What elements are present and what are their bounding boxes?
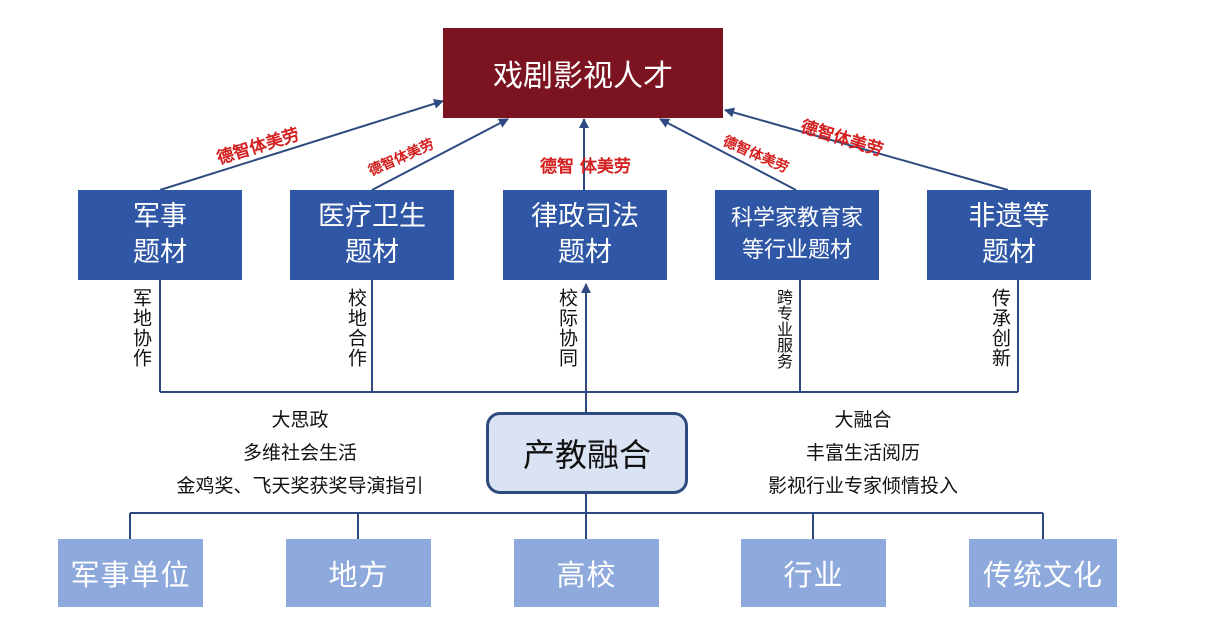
right-text-line: 大融合 [834, 409, 892, 431]
bottom-box-local: 地方 [286, 539, 431, 607]
theme-box-line1: 军事 [133, 201, 187, 232]
bottom-box-label: 高校 [556, 558, 617, 592]
left-text-block: 大思政 多维社会生活 金鸡奖、飞天奖获奖导演指引 [144, 404, 456, 503]
bottom-box-university: 高校 [514, 539, 659, 607]
theme-box-line1: 医疗卫生 [318, 201, 426, 232]
theme-box-line2: 题材 [133, 237, 187, 268]
right-text-line: 丰富生活阅历 [805, 442, 920, 464]
bottom-box-industry: 行业 [741, 539, 886, 607]
bottom-box-military-unit: 军事单位 [58, 539, 203, 607]
vertical-label-3: 校际协同 [556, 288, 578, 368]
theme-box-line1: 律政司法 [531, 201, 639, 232]
bottom-box-label: 行业 [783, 558, 844, 592]
theme-box-intangible-heritage: 非遗等 题材 [927, 190, 1091, 280]
theme-box-line2: 题材 [345, 237, 399, 268]
vertical-label-5: 传承创新 [989, 288, 1011, 368]
bottom-box-label: 传统文化 [982, 558, 1103, 592]
bottom-box-label: 军事单位 [70, 558, 191, 592]
vertical-label-1: 军地协作 [130, 288, 152, 368]
left-text-line: 金鸡奖、飞天奖获奖导演指引 [176, 475, 424, 497]
theme-box-line2: 题材 [558, 237, 612, 268]
arrow-1 [159, 98, 444, 191]
theme-box-scientist-educator: 科学家教育家 等行业题材 [715, 190, 879, 280]
center-box-industry-education: 产教融合 [486, 412, 688, 494]
theme-box-military: 军事 题材 [78, 190, 242, 280]
theme-box-line2: 等行业题材 [741, 238, 852, 263]
arrow-2 [371, 118, 509, 191]
theme-box-legal: 律政司法 题材 [503, 190, 667, 280]
arrow-4 [659, 118, 797, 191]
vertical-label-4: 跨专业服务 [774, 289, 793, 369]
center-box-label: 产教融合 [522, 436, 651, 474]
theme-box-line2: 题材 [982, 237, 1036, 268]
theme-box-line1: 非遗等 [968, 201, 1050, 232]
arrow-5 [724, 107, 1009, 191]
arrow-label-3: 德智 体美劳 [540, 157, 631, 177]
right-text-line: 影视行业专家倾情投入 [767, 475, 958, 497]
right-text-block: 大融合 丰富生活阅历 影视行业专家倾情投入 [727, 404, 999, 503]
left-text-line: 多维社会生活 [242, 442, 357, 464]
theme-box-line1: 科学家教育家 [730, 206, 863, 231]
bottom-box-label: 地方 [328, 558, 389, 592]
vertical-label-2: 校地合作 [345, 288, 367, 368]
top-box-label: 戏剧影视人才 [493, 59, 673, 94]
left-text-line: 大思政 [271, 409, 329, 431]
bottom-box-traditional-culture: 传统文化 [969, 539, 1117, 607]
top-box-talent: 戏剧影视人才 [443, 28, 723, 118]
theme-box-medical: 医疗卫生 题材 [290, 190, 454, 280]
